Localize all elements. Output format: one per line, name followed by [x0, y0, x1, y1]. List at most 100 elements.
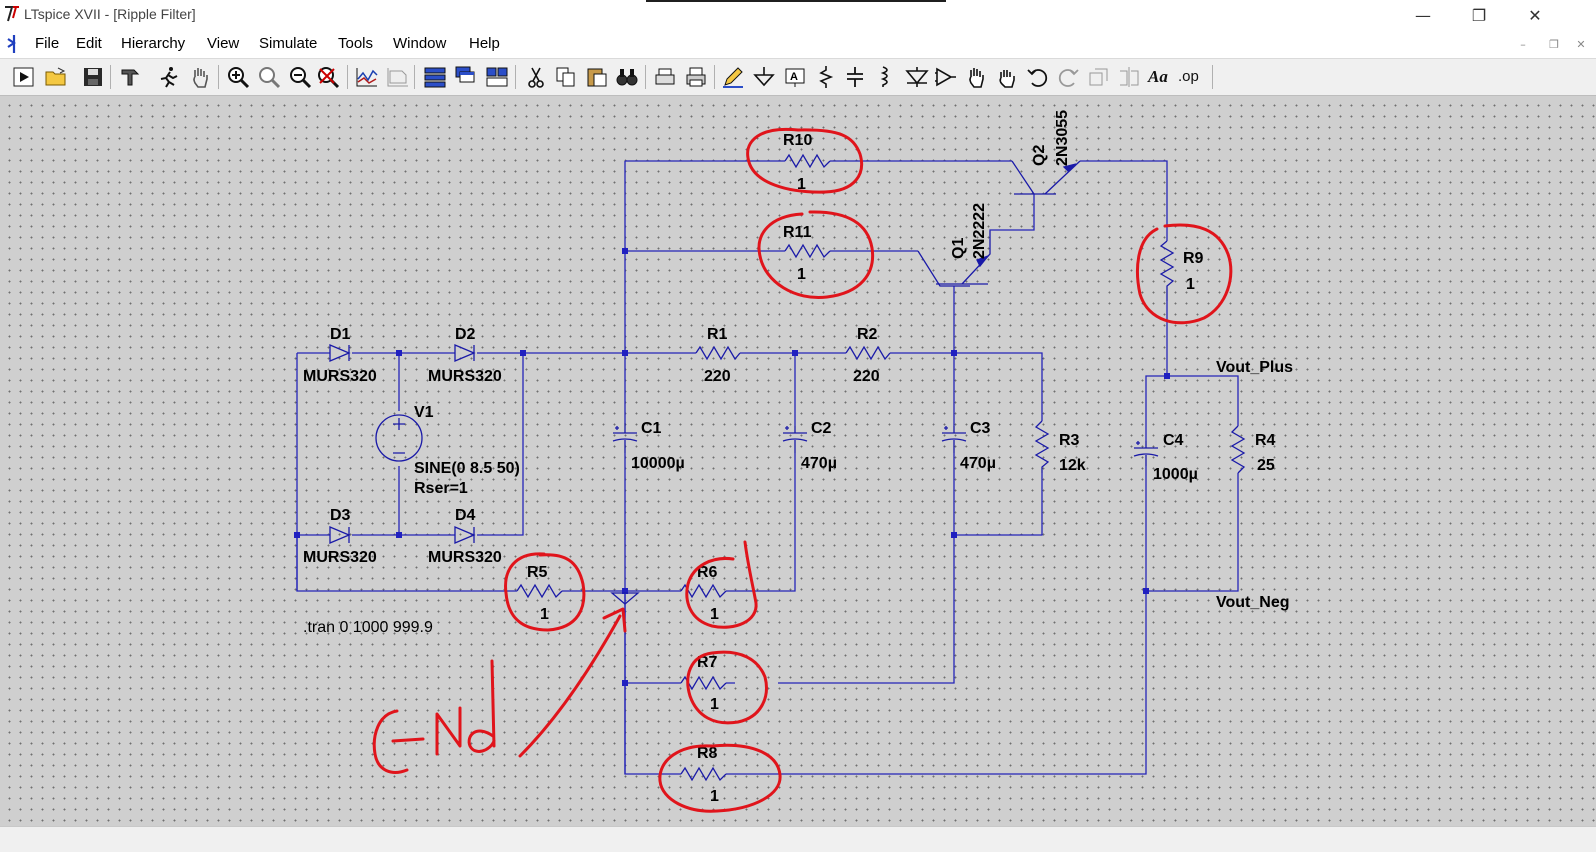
menu-simulate[interactable]: Simulate	[259, 35, 318, 52]
document-icon[interactable]	[4, 33, 24, 55]
mdi-close-button[interactable]: ✕	[1576, 37, 1586, 51]
menu-file[interactable]: File	[35, 35, 60, 52]
r11-name: R11	[783, 224, 812, 241]
schematic-canvas[interactable]: R10 1 R11 1 R9 1 D1 MURS320 D2 MURS320 D…	[0, 96, 1596, 826]
close-button[interactable]: ✕	[1528, 5, 1542, 25]
tile-horizontal-icon[interactable]	[423, 65, 447, 89]
zoom-fit-icon[interactable]	[257, 65, 281, 89]
r8-name: R8	[697, 745, 718, 762]
resistor-r3[interactable]	[1034, 420, 1050, 473]
move-hand-icon[interactable]	[964, 65, 988, 89]
spice-directive[interactable]: .tran 0 1000 999.9	[303, 619, 433, 636]
status-bar	[0, 826, 1596, 852]
svg-text:A: A	[790, 71, 798, 83]
resistor-r5[interactable]	[516, 583, 563, 599]
resistor-r9[interactable]	[1159, 240, 1175, 301]
arrow-head	[602, 607, 627, 633]
r8-value: 1	[710, 788, 719, 805]
run-icon[interactable]	[12, 65, 36, 89]
menu-tools[interactable]: Tools	[338, 35, 374, 52]
menu-edit[interactable]: Edit	[76, 35, 102, 52]
open-icon[interactable]	[44, 65, 68, 89]
paste-icon[interactable]	[585, 65, 609, 89]
zoom-cancel-icon[interactable]	[316, 65, 340, 89]
red-annotations	[372, 127, 1233, 813]
resistor-icon[interactable]	[814, 65, 838, 89]
d2-name: D2	[455, 326, 476, 343]
inductor-icon[interactable]	[873, 65, 897, 89]
spice-directive-icon[interactable]: .op	[1178, 68, 1199, 85]
diode-d4[interactable]	[454, 526, 476, 544]
c4-name: C4	[1163, 432, 1184, 449]
waveform-dim-icon[interactable]	[386, 65, 410, 89]
r10-value: 1	[797, 176, 806, 193]
q2-model: 2N3055	[1054, 110, 1071, 166]
zoom-in-icon[interactable]	[226, 65, 250, 89]
c2-value: 470µ	[801, 455, 837, 472]
label-net-icon[interactable]: A	[783, 65, 807, 89]
resistor-r2[interactable]	[845, 345, 891, 361]
capacitor-c4[interactable]	[1133, 441, 1159, 466]
mdi-restore-button[interactable]: ❐	[1549, 37, 1559, 51]
save-icon[interactable]	[81, 65, 105, 89]
diode-d1[interactable]	[329, 344, 351, 362]
redo-icon[interactable]	[1056, 65, 1080, 89]
diode-d2[interactable]	[454, 344, 476, 362]
window-title: LTspice XVII - [Ripple Filter]	[24, 6, 196, 22]
component-icon[interactable]	[934, 65, 958, 89]
drag-hand-icon[interactable]	[995, 65, 1019, 89]
print-setup-icon[interactable]	[653, 65, 677, 89]
cascade-icon[interactable]	[454, 65, 478, 89]
r3-name: R3	[1059, 432, 1080, 449]
resistor-r7[interactable]	[680, 675, 727, 691]
zoom-out-icon[interactable]	[288, 65, 312, 89]
resistor-r4[interactable]	[1230, 425, 1246, 474]
menu-hierarchy[interactable]: Hierarchy	[121, 35, 186, 52]
mdi-minimize-button[interactable]: –	[1520, 37, 1526, 51]
rotate-icon[interactable]	[1087, 65, 1111, 89]
resistor-r10[interactable]	[784, 153, 831, 169]
menu-help[interactable]: Help	[469, 35, 500, 52]
copy-icon[interactable]	[554, 65, 578, 89]
resistor-r1[interactable]	[695, 345, 741, 361]
mirror-icon[interactable]	[1117, 65, 1141, 89]
ground-icon[interactable]	[752, 65, 776, 89]
transistor-q2[interactable]	[1011, 160, 1081, 195]
diode-icon[interactable]	[905, 65, 929, 89]
v1-name: V1	[414, 404, 434, 421]
waveform-icon[interactable]	[355, 65, 379, 89]
pan-hand-icon[interactable]	[188, 65, 212, 89]
tile-vertical-icon[interactable]	[485, 65, 509, 89]
find-icon[interactable]	[615, 65, 639, 89]
resistor-r8[interactable]	[680, 766, 727, 782]
junction-dots	[294, 248, 1170, 686]
r1-name: R1	[707, 326, 728, 343]
capacitor-c1[interactable]	[612, 423, 638, 453]
circle-r8	[658, 743, 782, 813]
transistor-q1[interactable]	[917, 231, 991, 287]
toolbar-separator	[218, 65, 219, 89]
wire-pencil-icon[interactable]	[721, 65, 745, 89]
resistor-r11[interactable]	[784, 243, 831, 259]
circle-r5	[504, 552, 586, 632]
capacitor-c2[interactable]	[782, 426, 808, 453]
undo-icon[interactable]	[1026, 65, 1050, 89]
capacitor-icon[interactable]	[843, 65, 867, 89]
print-icon[interactable]	[684, 65, 708, 89]
circle-r7	[686, 650, 768, 725]
diode-d3[interactable]	[329, 526, 351, 544]
d2-model: MURS320	[428, 368, 502, 385]
toolbar-separator	[110, 65, 111, 89]
hammer-icon[interactable]	[118, 65, 142, 89]
cut-icon[interactable]	[524, 65, 548, 89]
gnd-text-d	[467, 659, 496, 753]
run-man-icon[interactable]	[157, 65, 181, 89]
minimize-button[interactable]: —	[1415, 5, 1431, 25]
capacitor-c3[interactable]	[941, 426, 967, 453]
text-icon[interactable]: Aa	[1148, 67, 1168, 86]
maximize-button[interactable]: ❐	[1471, 5, 1487, 25]
menu-view[interactable]: View	[207, 35, 240, 52]
menu-window[interactable]: Window	[393, 35, 447, 52]
voltage-source-v1[interactable]	[375, 414, 423, 462]
circle-r6	[685, 540, 758, 629]
